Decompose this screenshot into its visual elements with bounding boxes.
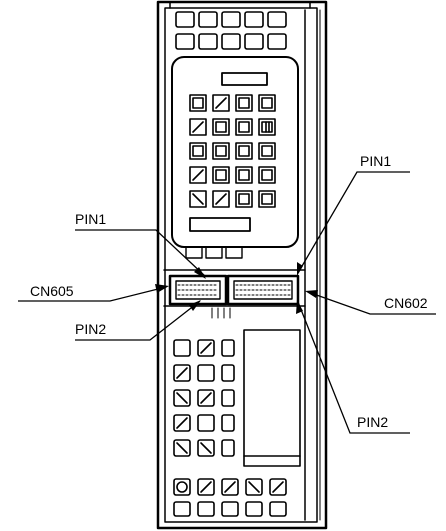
connector-cn605: [168, 274, 228, 306]
bottom-panel: [243, 329, 301, 467]
connector-cn602: [226, 274, 300, 306]
bottom-vent-grid: [173, 339, 235, 457]
device-housing: [156, 0, 328, 530]
leader-cn605: [18, 286, 167, 302]
key-grid: [189, 94, 276, 208]
arrowhead: [189, 300, 201, 311]
arrowhead: [305, 290, 318, 298]
label-pin1-left: PIN1: [75, 211, 106, 227]
top-vent-grid: [175, 11, 287, 50]
label-cn605: CN605: [30, 283, 74, 299]
label-pin2-right: PIN2: [357, 414, 388, 430]
front-panel: [171, 56, 299, 259]
leader-pin2-right: [297, 301, 410, 434]
label-pin1-right: PIN1: [360, 153, 391, 169]
leader-pin1-left: [75, 229, 207, 278]
label-pin2-left: PIN2: [75, 321, 106, 337]
leader-cn602: [307, 291, 436, 315]
leader-pin1-right: [297, 171, 410, 274]
arrowhead: [155, 284, 169, 293]
label-cn602: CN602: [384, 295, 428, 311]
arrowhead: [296, 300, 303, 314]
arrowhead: [194, 267, 206, 279]
arrowhead: [297, 262, 303, 276]
leader-pin2-left: [75, 300, 201, 341]
bottom-row-slots: [173, 478, 287, 517]
